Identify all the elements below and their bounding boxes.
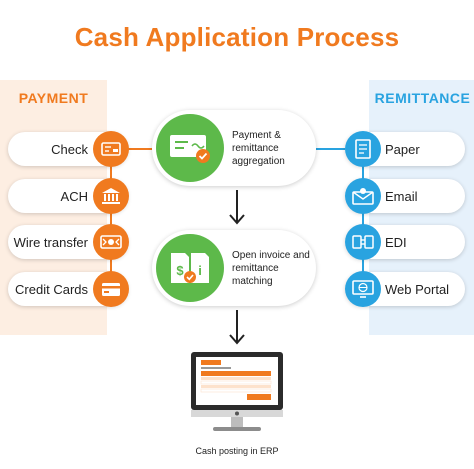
cheque-aggregation-icon <box>156 114 224 182</box>
arrow-down-icon <box>229 190 245 225</box>
invoice-matching-icon: $ i <box>156 234 224 302</box>
web-portal-icon <box>345 271 381 307</box>
remittance-item-label: Email <box>385 188 418 204</box>
monitor-invoice-icon <box>191 352 283 431</box>
remittance-item-label: Web Portal <box>385 281 450 297</box>
step-invoice-matching: $ i Open invoice and remittance matching <box>152 230 316 306</box>
remittance-item-label: EDI <box>385 234 407 250</box>
remittance-to-step-line <box>316 148 345 150</box>
remittance-heading: REMITTANCE <box>374 90 471 106</box>
step-label: Open invoice and remittance matching <box>232 249 310 287</box>
page-title: Cash Application Process <box>74 22 400 52</box>
paper-icon <box>345 131 381 167</box>
wire-transfer-icon <box>93 224 129 260</box>
credit-card-icon <box>93 271 129 307</box>
email-icon <box>345 178 381 214</box>
arrow-down-icon <box>229 310 245 345</box>
svg-text:$: $ <box>176 263 184 278</box>
payment-to-step-line <box>128 148 152 150</box>
step-label: Payment & remittance aggregation <box>232 129 285 167</box>
payment-item-label: Credit Cards <box>15 281 88 297</box>
payment-item-label: ACH <box>60 188 88 204</box>
bank-icon <box>93 178 129 214</box>
erp-caption: Cash posting in ERP <box>195 446 279 456</box>
payment-item-label: Wire transfer <box>13 234 88 250</box>
check-icon <box>93 131 129 167</box>
step-payment-remittance-aggregation: Payment & remittance aggregation <box>152 110 316 186</box>
edi-icon <box>345 224 381 260</box>
svg-text:i: i <box>198 263 202 278</box>
payment-item-label: Check <box>51 141 88 157</box>
payment-heading: PAYMENT <box>18 90 89 106</box>
remittance-item-label: Paper <box>385 141 420 157</box>
